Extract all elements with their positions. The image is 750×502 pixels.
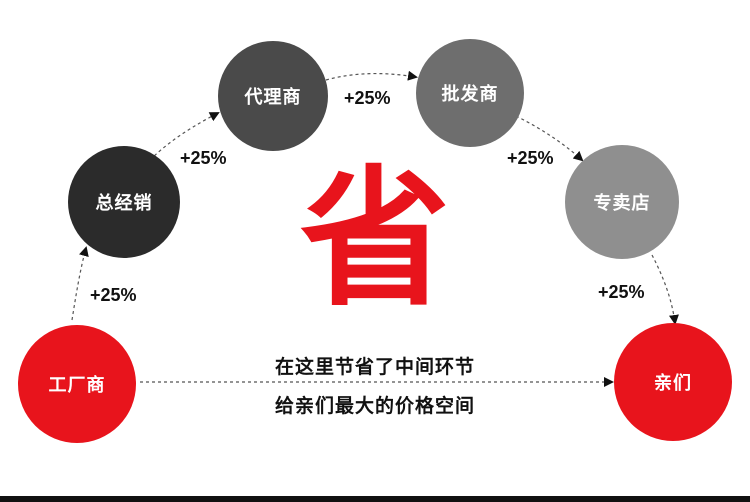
node-wholesaler: 批发商 (416, 39, 524, 147)
arrow-factory-to-distributor (71, 246, 89, 321)
markup-label: +25% (344, 88, 391, 108)
markup-label: +25% (90, 285, 137, 305)
node-customer: 亲们 (614, 323, 732, 441)
markup-label: +25% (598, 282, 645, 302)
node-customer-label: 亲们 (654, 373, 692, 394)
node-factory: 工厂商 (18, 325, 136, 443)
node-wholesaler-label: 批发商 (441, 84, 499, 105)
arrow-wholesaler-to-retailer (515, 115, 584, 162)
node-retailer: 专卖店 (565, 145, 679, 259)
node-agent: 代理商 (218, 41, 328, 151)
arrow-agent-to-wholesaler (325, 70, 418, 81)
node-factory-label: 工厂商 (48, 375, 106, 396)
node-retailer-label: 专卖店 (593, 193, 651, 214)
arrow-distributor-to-agent (149, 112, 220, 161)
node-general-distributor-label: 总经销 (95, 193, 153, 214)
markup-label: +25% (180, 148, 227, 168)
markup-label: +25% (507, 148, 554, 168)
center-save-character: 省 (300, 153, 451, 327)
bottom-divider (0, 496, 750, 502)
arrow-retailer-to-customer (651, 254, 679, 325)
node-general-distributor: 总经销 (68, 146, 180, 258)
message-line-1: 在这里节省了中间环节 (274, 356, 475, 378)
node-agent-label: 代理商 (244, 87, 302, 108)
message-line-2: 给亲们最大的价格空间 (274, 395, 475, 417)
